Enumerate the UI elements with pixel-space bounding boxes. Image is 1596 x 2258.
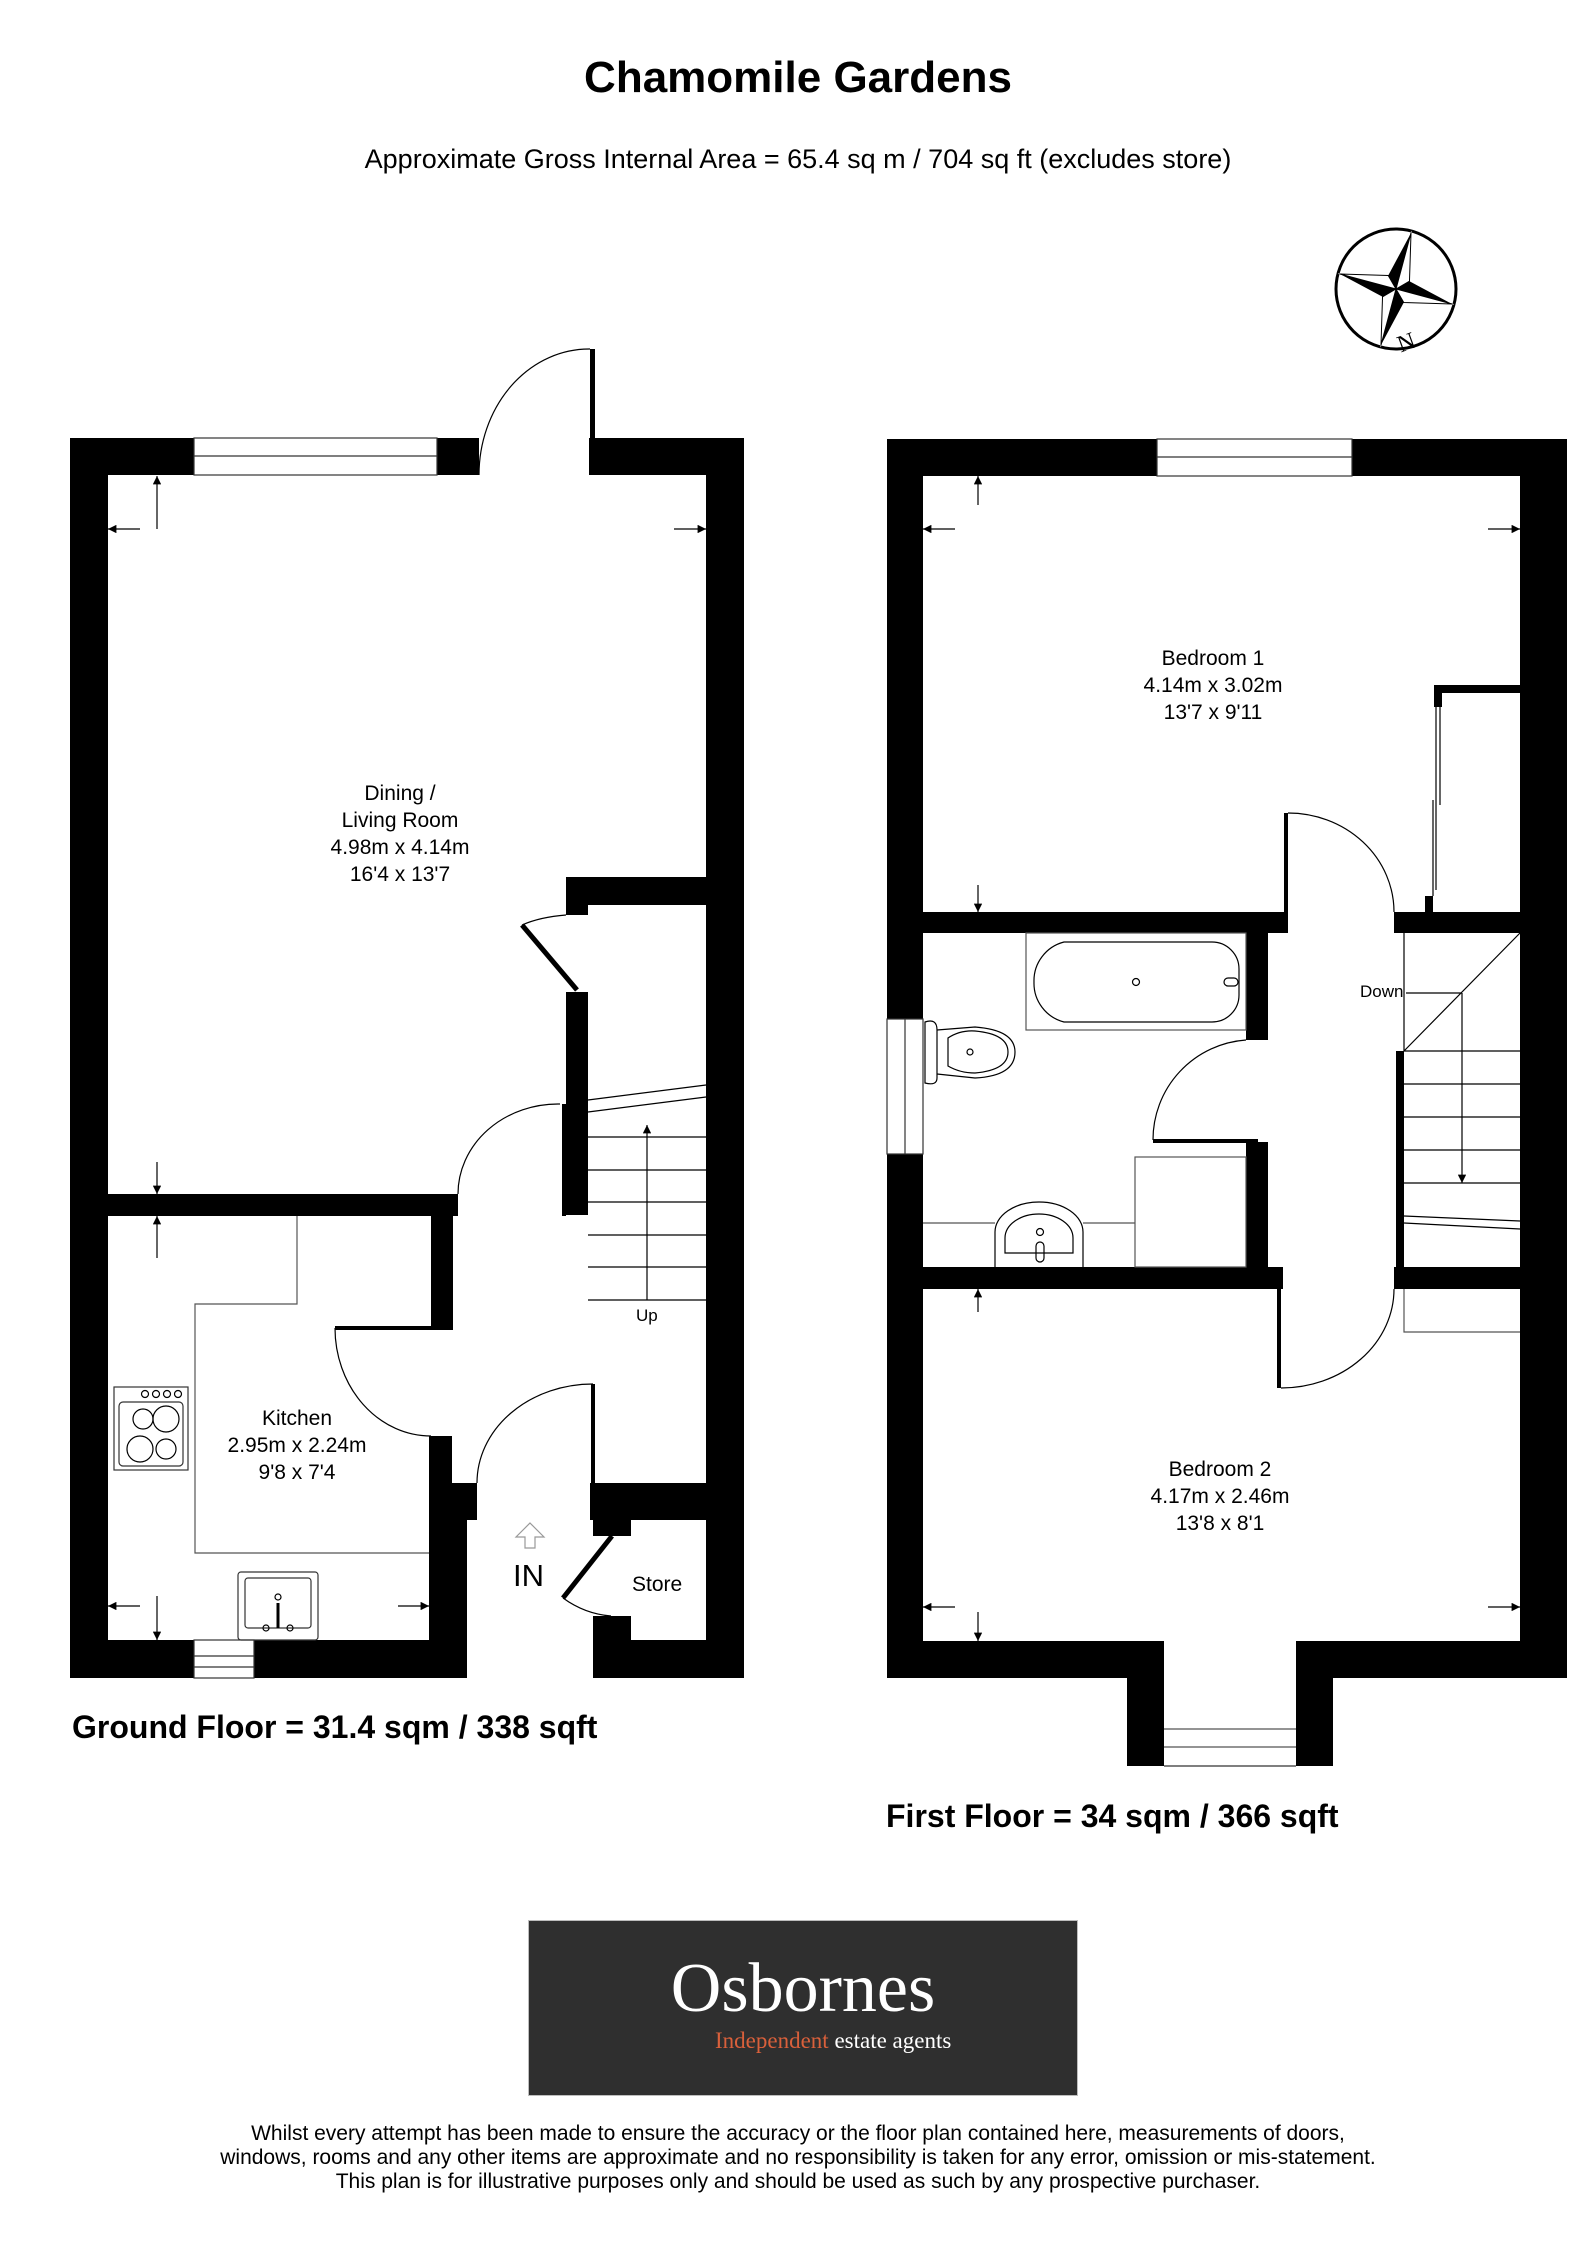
first-floor-plan [887,439,1567,1766]
disclaimer: Whilst every attempt has been made to en… [0,2122,1596,2194]
ground-floor-area-label: Ground Floor = 31.4 sqm / 338 sqft [72,1709,598,1745]
stairs-down-label: Down [1360,982,1404,1001]
room-name: Living Room [341,809,459,832]
plan-title: Chamomile Gardens [584,53,1012,102]
first-floor-fixtures [886,438,1521,1767]
first-floor-area-label: First Floor = 34 sqm / 366 sqft [886,1798,1339,1834]
room-imperial-size: 16'4 x 13'7 [349,863,451,886]
room-imperial-size: 13'7 x 9'11 [1163,701,1263,724]
room-imperial-size: 13'8 x 8'1 [1175,1512,1265,1535]
ground-floor-plan [70,349,744,1678]
room-label-kitchen: Kitchen 2.95m x 2.24m 9'8 x 7'4 [228,1405,367,1486]
room-metric-size: 4.14m x 3.02m [1143,674,1283,697]
gross-internal-area: Approximate Gross Internal Area = 65.4 s… [364,144,1232,174]
room-metric-size: 2.95m x 2.24m [227,1434,367,1457]
entrance-label: IN [513,1558,544,1593]
logo-name: Osbornes [670,1950,936,2027]
room-label-dining-living: Dining / Living Room 4.98m x 4.14m 16'4 … [331,780,470,888]
room-metric-size: 4.17m x 2.46m [1150,1485,1290,1508]
room-name: Kitchen [261,1407,333,1430]
agent-logo: Osbornes Independent estate agents [528,1920,1078,2096]
logo-tagline-accent: Independent [715,2028,829,2053]
room-name: Bedroom 1 [1161,647,1265,670]
disclaimer-line: This plan is for illustrative purposes o… [335,2170,1261,2193]
room-label-bedroom-1: Bedroom 1 4.14m x 3.02m 13'7 x 9'11 [1144,645,1283,726]
room-name: Bedroom 2 [1168,1458,1272,1481]
stairs-up-label: Up [636,1306,658,1325]
ground-floor-fixtures [108,348,707,1679]
room-label-bedroom-2: Bedroom 2 4.17m x 2.46m 13'8 x 8'1 [1151,1456,1290,1537]
logo-tagline: Independent estate agents [715,2027,951,2055]
room-imperial-size: 9'8 x 7'4 [258,1461,336,1484]
room-metric-size: 4.98m x 4.14m [330,836,470,859]
store-label: Store [632,1573,683,1596]
disclaimer-line: windows, rooms and any other items are a… [220,2146,1376,2169]
compass-rose-icon [1334,227,1458,351]
logo-tagline-rest: estate agents [828,2028,952,2053]
disclaimer-line: Whilst every attempt has been made to en… [251,2122,1345,2145]
room-name: Dining / [364,782,436,805]
